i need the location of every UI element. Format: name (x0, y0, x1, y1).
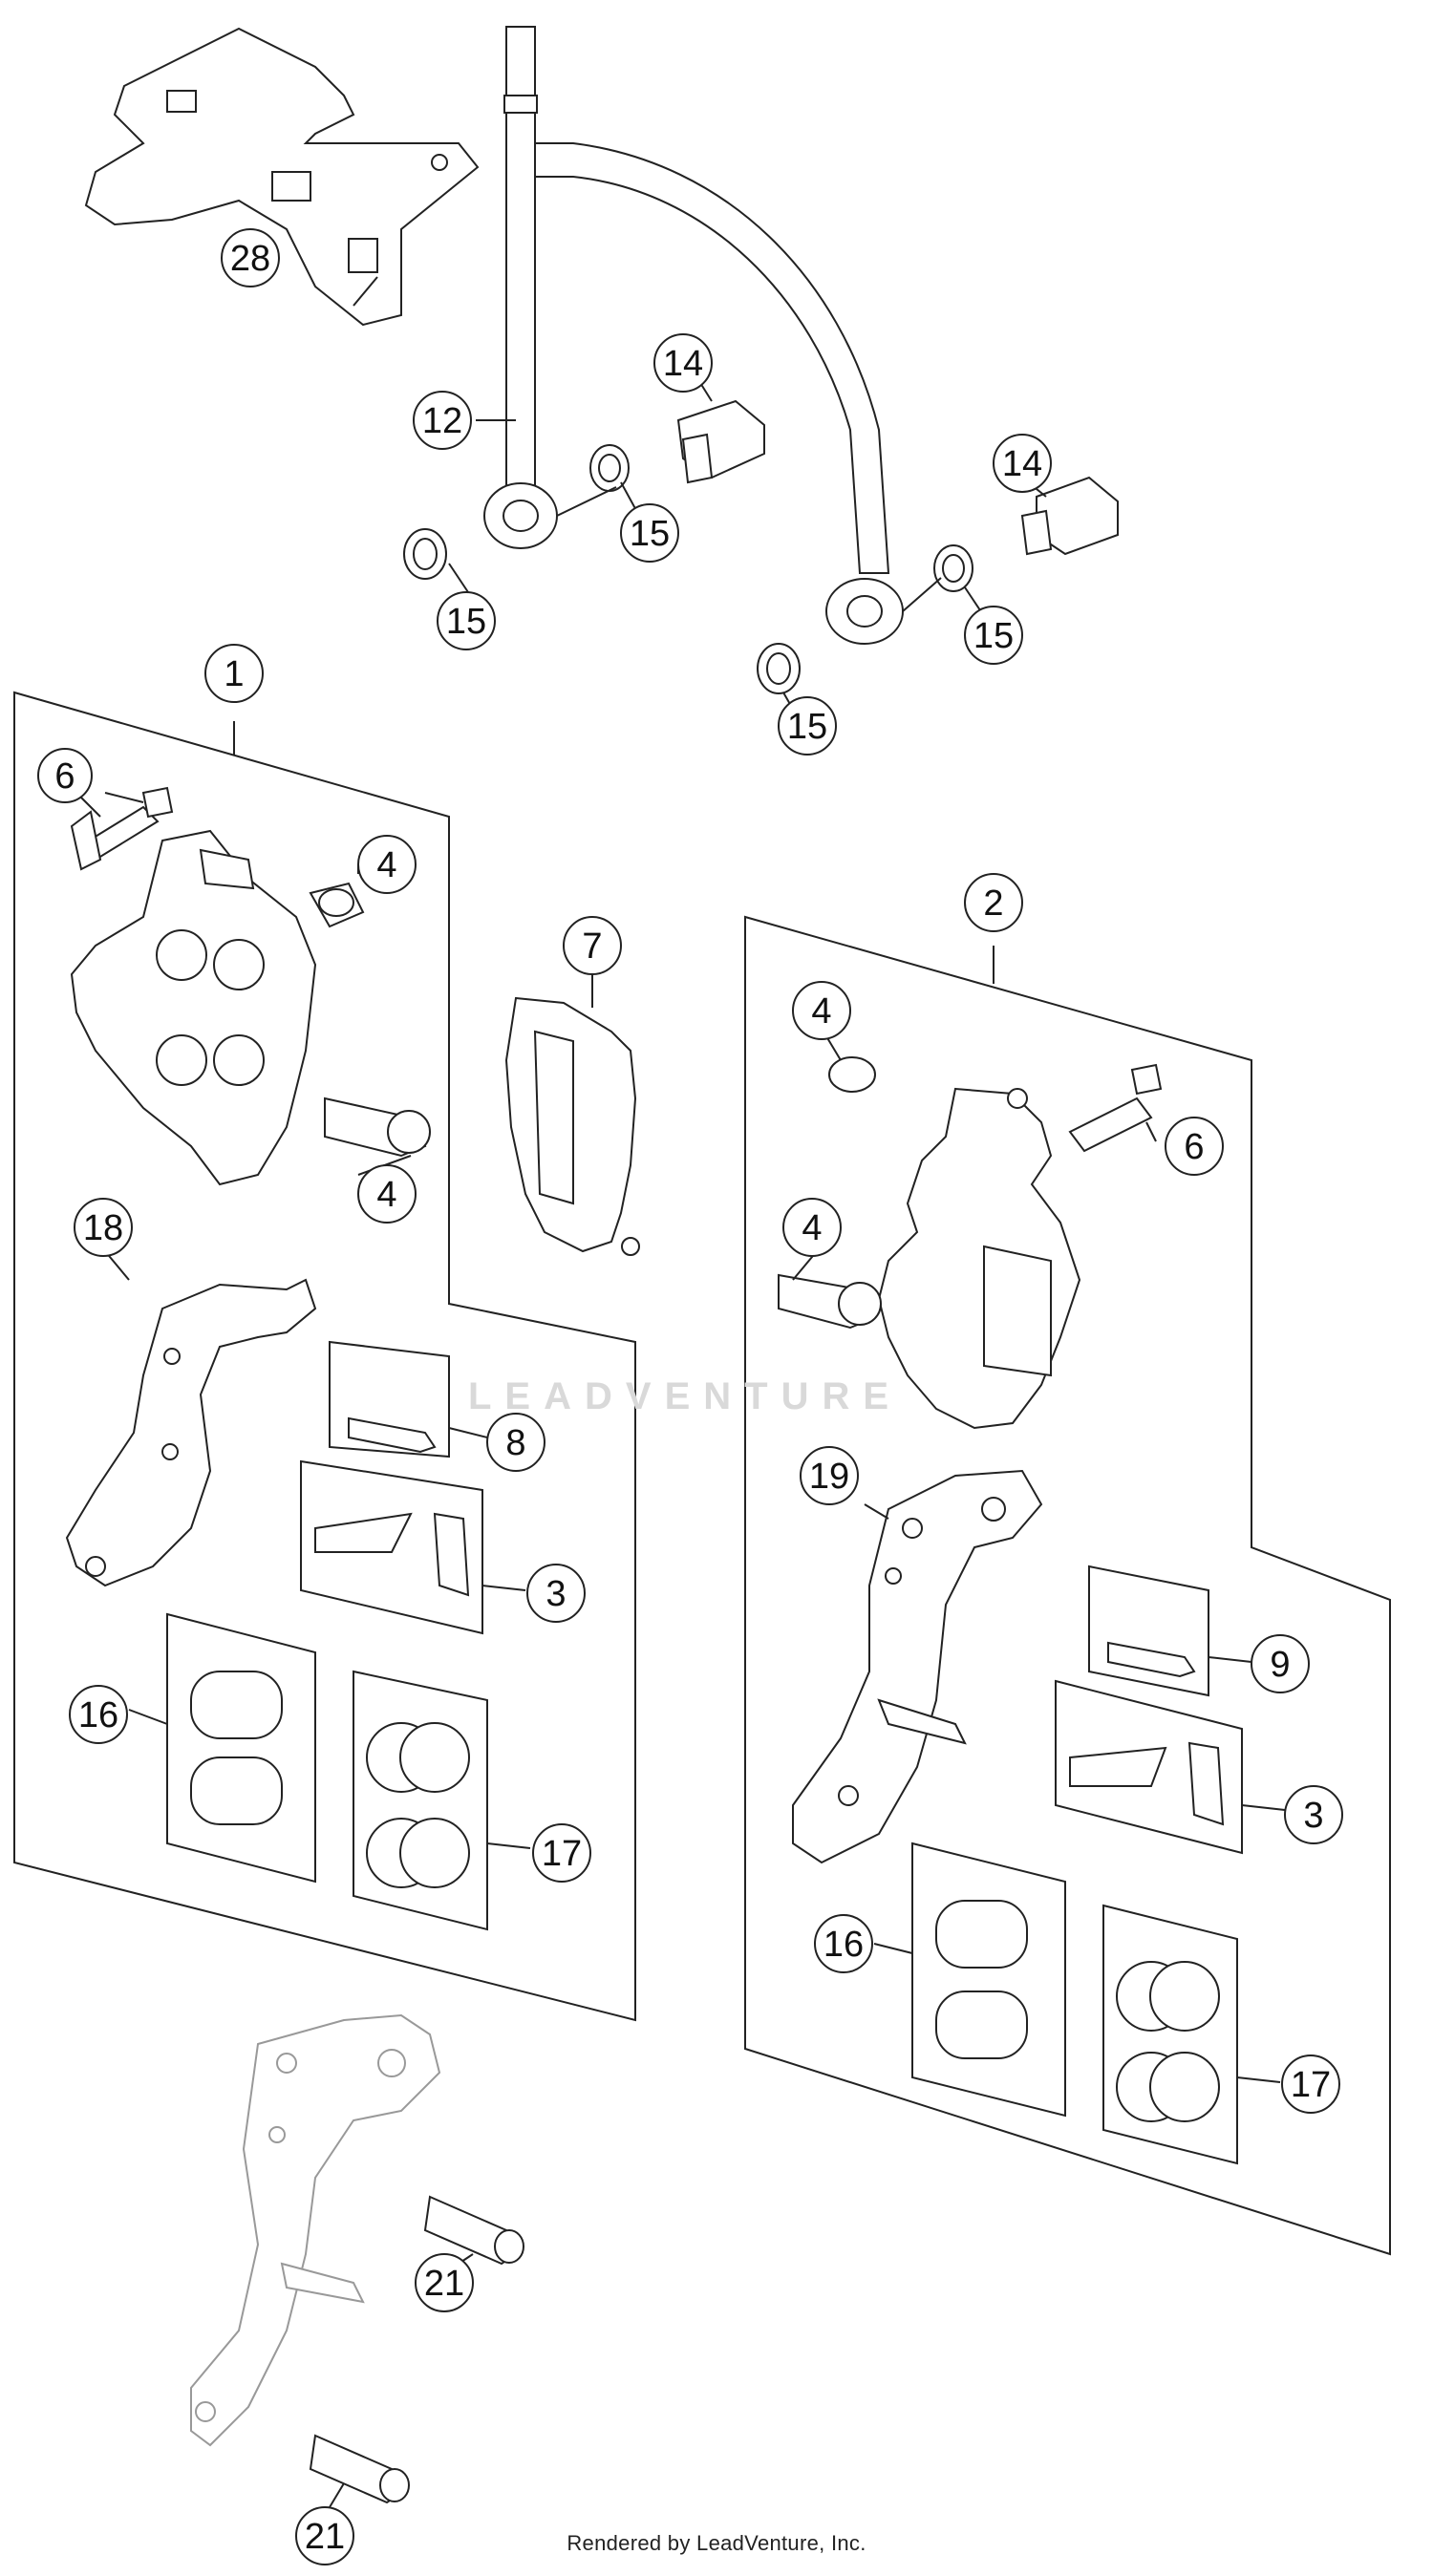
svg-text:17: 17 (1291, 2065, 1331, 2105)
callout-12: 12 (413, 391, 472, 450)
callout-6-left: 6 (37, 748, 93, 803)
svg-text:4: 4 (811, 991, 831, 1032)
callout-3-right: 3 (1284, 1785, 1343, 1844)
svg-text:2: 2 (983, 884, 1003, 924)
svg-text:15: 15 (787, 707, 827, 747)
callout-21-upper: 21 (415, 2253, 474, 2312)
bushings-right (778, 1056, 882, 1330)
callout-7: 7 (563, 916, 622, 975)
svg-text:21: 21 (424, 2264, 464, 2304)
callout-8: 8 (486, 1413, 545, 1472)
kit-panel-left (13, 691, 636, 2022)
svg-text:14: 14 (1002, 444, 1042, 484)
svg-text:15: 15 (973, 616, 1014, 656)
callout-16-right: 16 (814, 1914, 873, 1973)
callout-17-right: 17 (1281, 2054, 1340, 2114)
svg-text:21: 21 (305, 2517, 345, 2557)
callout-4-left-lower: 4 (357, 1164, 417, 1224)
svg-text:6: 6 (54, 756, 75, 797)
svg-text:16: 16 (78, 1695, 118, 1735)
banjo-fitting-right (825, 578, 904, 645)
svg-text:14: 14 (663, 344, 703, 384)
pin-kit-box-left (329, 1340, 488, 1458)
svg-text:8: 8 (505, 1423, 525, 1463)
callout-15-c: 15 (778, 696, 837, 756)
callout-14-left: 14 (653, 333, 713, 393)
callout-15-d: 15 (964, 606, 1023, 665)
banjo-bolt-right (1020, 476, 1119, 556)
callout-15-b: 15 (620, 503, 679, 563)
callout-19: 19 (800, 1446, 859, 1505)
kit-panel-right (744, 915, 1391, 2256)
svg-text:16: 16 (823, 1925, 864, 1965)
svg-text:6: 6 (1184, 1127, 1204, 1167)
caliper-bracket-bottom (190, 2013, 441, 2447)
callout-4-left-upper: 4 (357, 835, 417, 894)
svg-text:28: 28 (230, 239, 270, 279)
callout-14-right: 14 (993, 434, 1052, 493)
svg-text:3: 3 (545, 1574, 566, 1614)
callout-17-left: 17 (532, 1823, 591, 1883)
svg-text:17: 17 (542, 1834, 582, 1874)
svg-text:9: 9 (1270, 1645, 1290, 1685)
watermark-text: LEADVENTURE (468, 1375, 903, 1417)
caliper-left (70, 829, 317, 1186)
bleed-screw-right (1068, 1063, 1163, 1153)
pin-kit-box-right (1088, 1565, 1252, 1697)
brake-line-vertical (503, 26, 538, 488)
mounting-bolt-upper (423, 2195, 524, 2266)
spring-kit-box-left (300, 1459, 526, 1635)
caliper-right (877, 1087, 1081, 1430)
brake-line-curved (534, 142, 890, 574)
svg-text:19: 19 (809, 1457, 849, 1497)
caliper-bracket-left (65, 1278, 317, 1587)
svg-text:1: 1 (224, 654, 244, 694)
svg-text:4: 4 (376, 845, 396, 885)
banjo-bolt-left (676, 399, 765, 484)
svg-text:7: 7 (582, 926, 602, 967)
callout-21-lower: 21 (295, 2506, 354, 2565)
footer-credit: Rendered by LeadVenture, Inc. (567, 2531, 866, 2555)
piston-box-left (128, 1612, 316, 1884)
seal-box-right (1102, 1904, 1281, 2165)
brake-line-bracket (84, 27, 480, 327)
svg-text:18: 18 (83, 1208, 123, 1248)
callout-28: 28 (221, 228, 280, 287)
callout-18: 18 (74, 1198, 133, 1257)
callout-15-a: 15 (437, 591, 496, 650)
callout-16-left: 16 (69, 1685, 128, 1744)
spring-kit-box-right (1055, 1679, 1286, 1855)
caliper-bracket-right (792, 1469, 1043, 1864)
piston-box-right (873, 1842, 1066, 2118)
brake-pads (504, 974, 640, 1256)
svg-text:3: 3 (1303, 1796, 1323, 1836)
svg-text:15: 15 (630, 514, 670, 554)
svg-text:4: 4 (376, 1175, 396, 1215)
seal-box-left (353, 1670, 531, 1931)
bleed-screws-left (70, 786, 174, 871)
callout-2: 2 (964, 873, 1023, 932)
mounting-bolt-lower (309, 2434, 410, 2508)
svg-text:15: 15 (446, 602, 486, 642)
sealing-washers (403, 444, 973, 694)
callout-4-right-lower: 4 (782, 1198, 842, 1257)
callout-1: 1 (204, 644, 264, 703)
callout-6-right: 6 (1165, 1117, 1224, 1176)
bushings-left (309, 882, 431, 1158)
banjo-fitting-left (483, 482, 558, 549)
svg-text:4: 4 (802, 1208, 822, 1248)
callout-3-left: 3 (526, 1564, 586, 1623)
callout-4-right-upper: 4 (792, 981, 851, 1040)
callout-9: 9 (1251, 1634, 1310, 1693)
svg-text:12: 12 (422, 401, 462, 441)
